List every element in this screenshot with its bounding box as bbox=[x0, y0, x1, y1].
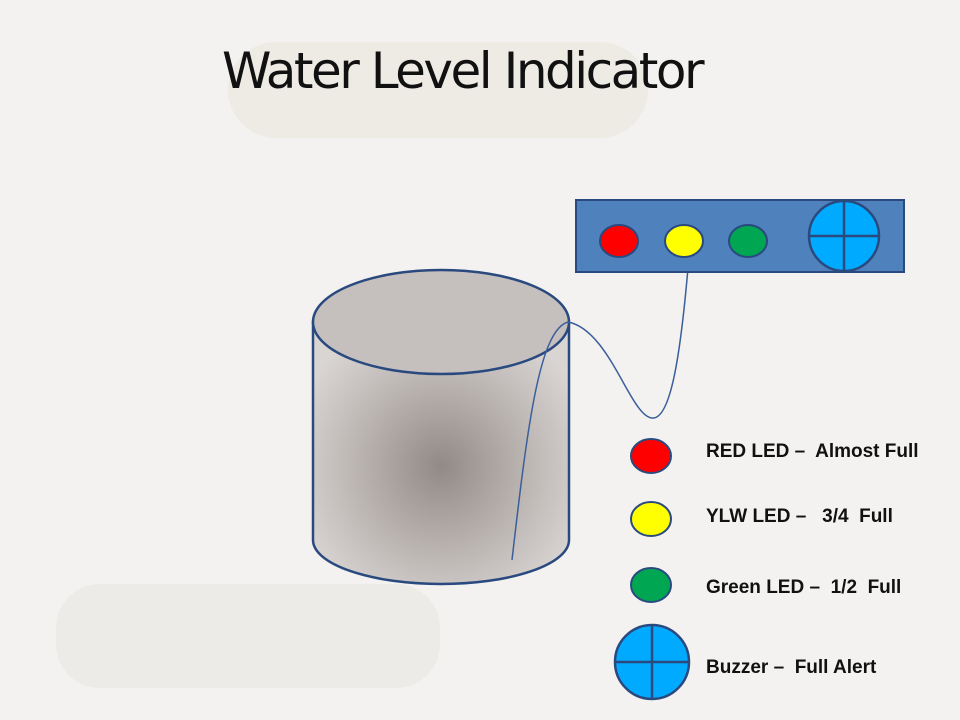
tank-top bbox=[311, 268, 571, 376]
legend-label-buzzer: Buzzer – Full Alert bbox=[706, 657, 877, 678]
sensor-wire bbox=[511, 267, 689, 561]
background-smudge-top bbox=[228, 42, 648, 138]
background-smudge-bottom bbox=[56, 584, 440, 688]
panel-green-led bbox=[728, 224, 768, 258]
tank-body bbox=[311, 320, 571, 586]
legend-indicators bbox=[613, 438, 691, 701]
panel-buzzer-icon bbox=[807, 199, 881, 273]
panel-red-led bbox=[599, 224, 639, 258]
legend-yellow-led-icon bbox=[630, 501, 672, 537]
legend-buzzer-icon bbox=[613, 623, 691, 701]
legend-red-led-icon bbox=[630, 438, 672, 474]
water-tank bbox=[311, 268, 571, 586]
legend-label-green-led: Green LED – 1/2 Full bbox=[706, 577, 902, 598]
legend-green-led-icon bbox=[630, 567, 672, 603]
indicator-panel bbox=[575, 199, 905, 273]
panel-yellow-led bbox=[664, 224, 704, 258]
legend-label-red-led: RED LED – Almost Full bbox=[706, 441, 919, 462]
page-title: Water Level Indicator bbox=[222, 42, 705, 100]
legend-label-yellow-led: YLW LED – 3/4 Full bbox=[706, 506, 893, 527]
